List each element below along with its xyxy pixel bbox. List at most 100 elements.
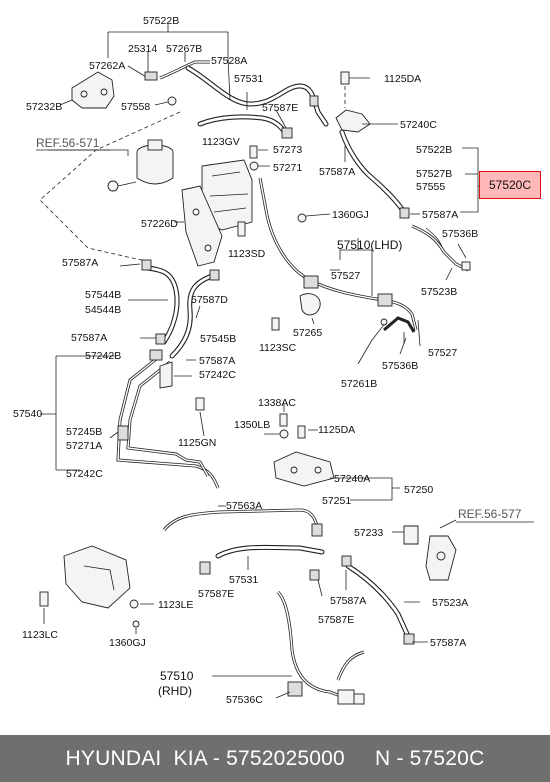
- label-1360gj-top: 1360GJ: [332, 209, 369, 221]
- label-57271: 57271: [273, 162, 302, 174]
- label-57245b: 57245B: [66, 426, 102, 438]
- label-57587e-low1: 57587E: [198, 588, 234, 600]
- label-57536c: 57536C: [226, 694, 263, 706]
- label-57267b: 57267B: [166, 43, 202, 55]
- label-ref-56-571: REF.56-571: [36, 136, 100, 150]
- label-57242c-b: 57242C: [66, 468, 103, 480]
- footer-bar: HYUNDAI KIA - 5752025000 N - 57520C: [0, 735, 550, 782]
- pressure-hose-rhd: [212, 590, 365, 705]
- clamp-57587e-low2: [309, 569, 320, 581]
- label-57233: 57233: [354, 527, 383, 539]
- footer-part-number: HYUNDAI KIA - 5752025000 N - 57520C: [65, 747, 485, 770]
- label-57587a-b2: 57587A: [430, 637, 466, 649]
- label-57587a-r1: 57587A: [319, 166, 355, 178]
- label-57523b: 57523B: [421, 286, 457, 298]
- bolt-1125da-low: [297, 425, 306, 439]
- label-57527-low: 57527: [428, 347, 457, 359]
- label-57531-top: 57531: [234, 73, 263, 85]
- label-rhd: (RHD): [158, 684, 192, 698]
- bolt-1123le: [129, 599, 139, 609]
- top-hoses: [185, 57, 329, 139]
- heat-shield: [39, 545, 154, 634]
- label-1123sd: 1123SD: [228, 248, 266, 260]
- label-57587e-top: 57587E: [262, 102, 298, 114]
- part-labels: 57522B 25314 57267B 57262A 57528A 1125DA…: [13, 15, 522, 706]
- label-57522b-r: 57522B: [416, 144, 452, 156]
- label-57250: 57250: [404, 484, 433, 496]
- label-57527-mid: 57527: [331, 270, 360, 282]
- washer-1360gj-low: [132, 620, 140, 628]
- label-1125gn: 1125GN: [178, 437, 216, 449]
- label-57240c: 57240C: [400, 119, 437, 131]
- clip-57262a: [144, 71, 158, 81]
- label-25314: 25314: [128, 43, 157, 55]
- bracket-57265: [299, 293, 321, 316]
- label-57271a: 57271A: [66, 440, 102, 452]
- bolt-1125gn: [195, 397, 205, 411]
- label-57510-lhd: 57510(LHD): [337, 238, 402, 252]
- bolt-1125da-top: [340, 71, 350, 85]
- label-57265: 57265: [293, 327, 322, 339]
- label-57587e-low2: 57587E: [318, 614, 354, 626]
- label-57587a-l1: 57587A: [62, 257, 98, 269]
- pump: [174, 145, 331, 267]
- label-57527b: 57527B: [416, 168, 452, 180]
- label-57261b: 57261B: [341, 378, 377, 390]
- label-57510: 57510: [160, 669, 194, 683]
- label-1338ac: 1338AC: [258, 397, 296, 409]
- highlighted-part-57520c: 57520C: [479, 171, 541, 199]
- label-ref-56-577: REF.56-577: [458, 507, 522, 521]
- label-57587a-b1: 57587A: [330, 595, 366, 607]
- label-57587a-r2: 57587A: [422, 209, 458, 221]
- label-57545b: 57545B: [200, 333, 236, 345]
- pressure-hose-right: [335, 71, 484, 219]
- bolt-1123lc: [39, 591, 49, 607]
- label-1350lb: 1350LB: [234, 419, 270, 431]
- label-57587a-l3: 57587A: [199, 355, 235, 367]
- label-57587a-l2: 57587A: [71, 332, 107, 344]
- label-57273: 57273: [273, 144, 302, 156]
- right-brackets: [341, 519, 457, 645]
- connector-57558: [167, 96, 177, 106]
- cooler-pipes: [40, 349, 220, 489]
- bolt-1123sd: [237, 221, 246, 237]
- label-57531-low: 57531: [229, 574, 258, 586]
- label-57536b-low: 57536B: [382, 360, 418, 372]
- label-57528a: 57528A: [211, 55, 247, 67]
- label-57540: 57540: [13, 408, 42, 420]
- bracket-57232b: [71, 71, 115, 109]
- label-57520c: 57520C: [488, 178, 532, 192]
- label-1123le: 1123LE: [158, 599, 193, 611]
- return-hose-57563a: [162, 505, 325, 597]
- label-57242b: 57242B: [85, 350, 121, 362]
- return-hoses-left: [119, 259, 220, 359]
- label-57536b-top: 57536B: [442, 228, 478, 240]
- label-57558: 57558: [121, 101, 150, 113]
- label-57240a: 57240A: [334, 473, 370, 485]
- center-bracket: [264, 404, 400, 501]
- bolt-1338ac: [279, 413, 288, 427]
- clamp-57587e-low1: [199, 561, 211, 575]
- label-57544b: 57544B: [85, 289, 121, 301]
- label-1123lc: 1123LC: [22, 629, 58, 641]
- label-57523a: 57523A: [432, 597, 468, 609]
- label-57587d: 57587D: [191, 294, 228, 306]
- clamp-57536c: [287, 681, 303, 697]
- bolt-1123sc: [271, 317, 280, 331]
- washer-1350lb: [279, 429, 289, 439]
- reservoir-bracket-group: [59, 24, 229, 109]
- label-1123sc: 1123SC: [259, 342, 297, 354]
- bracket-57242c: [159, 361, 173, 389]
- bolt-57273: [249, 145, 258, 159]
- label-57251: 57251: [322, 495, 351, 507]
- label-54544b: 54544B: [85, 304, 121, 316]
- label-57563a: 57563A: [226, 500, 262, 512]
- reservoir: [39, 111, 181, 263]
- clamp-57587e-top: [281, 127, 293, 139]
- label-57232b: 57232B: [26, 101, 62, 113]
- label-57522b-top: 57522B: [143, 15, 179, 27]
- washer-1360gj: [297, 213, 307, 223]
- label-1125da-top: 1125DA: [384, 73, 421, 85]
- label-57262a: 57262A: [89, 60, 125, 72]
- label-1123gv: 1123GV: [202, 136, 240, 148]
